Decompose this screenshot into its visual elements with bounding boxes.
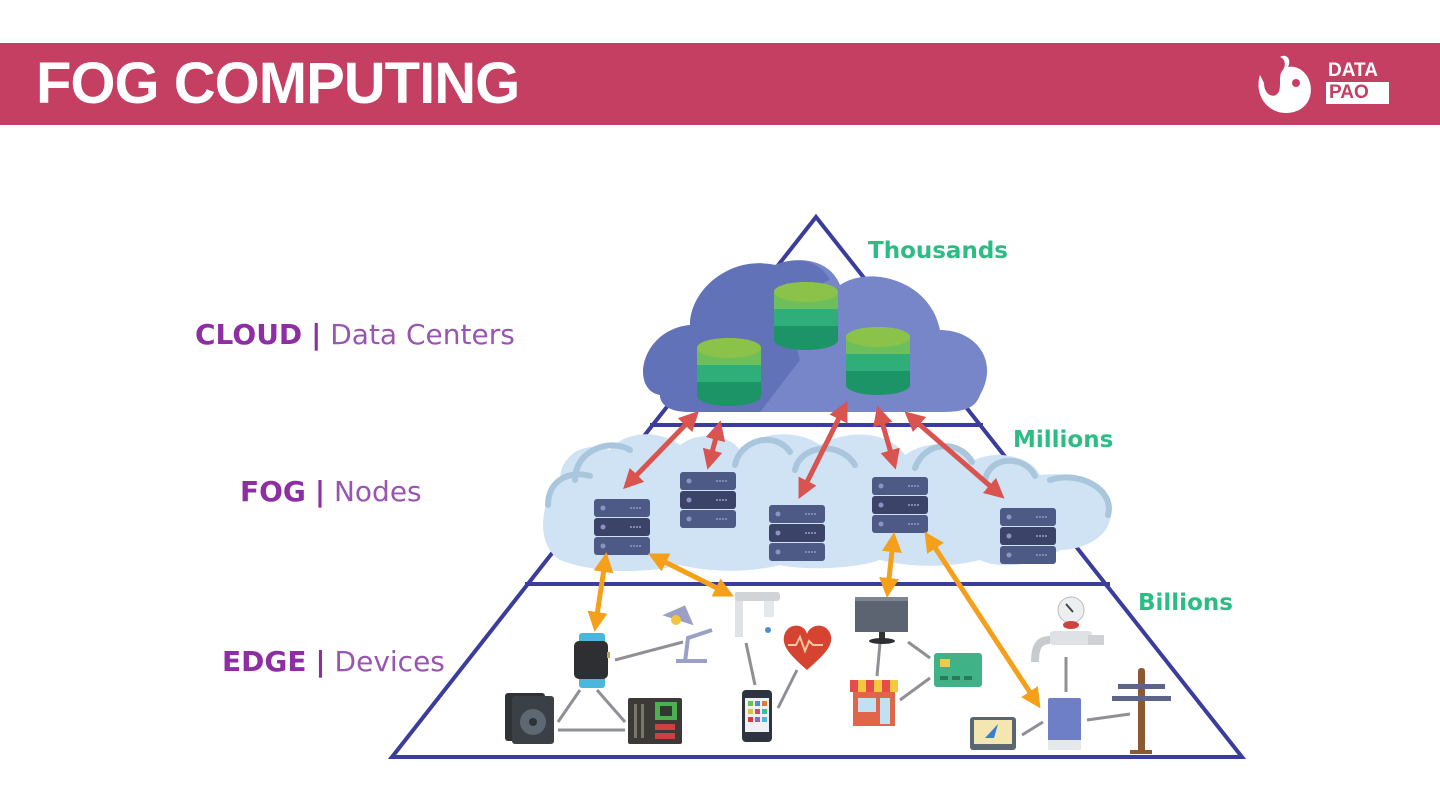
fog-layer-description: Nodes	[333, 475, 422, 508]
edge-layer	[505, 592, 1171, 754]
edge-layer-name: EDGE	[222, 645, 307, 678]
datapao-logo: DATA PAO	[1252, 53, 1402, 117]
server-rack-icon	[999, 507, 1057, 565]
faucet-icon	[735, 592, 780, 637]
fog-layer-name: FOG	[240, 475, 306, 508]
header-bar: FOG COMPUTING DATA PAO	[0, 43, 1440, 125]
edge-layer-separator: |	[315, 645, 326, 678]
circuit-board-icon	[628, 698, 682, 744]
server-rack-icon	[679, 471, 737, 529]
database-icon	[774, 282, 838, 350]
credit-card-icon	[934, 653, 982, 687]
server-rack-icon	[593, 498, 651, 556]
cloud-layer-name: CLOUD	[195, 318, 303, 351]
logo-text-pao: PAO	[1326, 82, 1389, 104]
gps-tablet-icon	[970, 717, 1016, 750]
page-title: FOG COMPUTING	[36, 51, 520, 116]
gas-meter-icon	[1031, 596, 1104, 663]
edge-connections	[556, 640, 1131, 737]
speaker-icon	[505, 693, 554, 744]
edge-layer-description: Devices	[334, 645, 445, 678]
edge-count-label: Billions	[1138, 590, 1233, 616]
database-icon	[697, 338, 761, 406]
fog-layer-label: FOG | Nodes	[240, 475, 422, 508]
database-icon	[846, 327, 910, 395]
cloud-layer-description: Data Centers	[330, 318, 515, 351]
heart-rate-icon	[783, 625, 832, 670]
smartwatch-icon	[574, 633, 610, 688]
fog-edge-arrows	[587, 531, 1041, 709]
fog-layer-separator: |	[314, 475, 326, 508]
cloud-layer	[643, 260, 988, 412]
cloud-fog-arrows	[623, 401, 1005, 499]
server-rack-icon	[871, 476, 929, 534]
server-rack-icon	[768, 504, 826, 562]
bird-logo-icon	[1258, 55, 1311, 113]
cloud-count-label: Thousands	[868, 238, 1008, 264]
cloud-layer-separator: |	[311, 318, 322, 351]
smartphone-icon	[742, 690, 772, 742]
smart-device-icon	[1048, 698, 1081, 750]
desk-lamp-icon	[662, 605, 713, 663]
monitor-icon	[855, 597, 908, 644]
cloud-layer-label: CLOUD | Data Centers	[195, 318, 515, 351]
edge-layer-label: EDGE | Devices	[222, 645, 445, 678]
fog-count-label: Millions	[1013, 427, 1114, 453]
power-pole-icon	[1112, 668, 1171, 754]
logo-text-data: DATA	[1328, 60, 1378, 81]
shop-icon	[850, 680, 898, 726]
fog-layer	[543, 434, 1112, 572]
